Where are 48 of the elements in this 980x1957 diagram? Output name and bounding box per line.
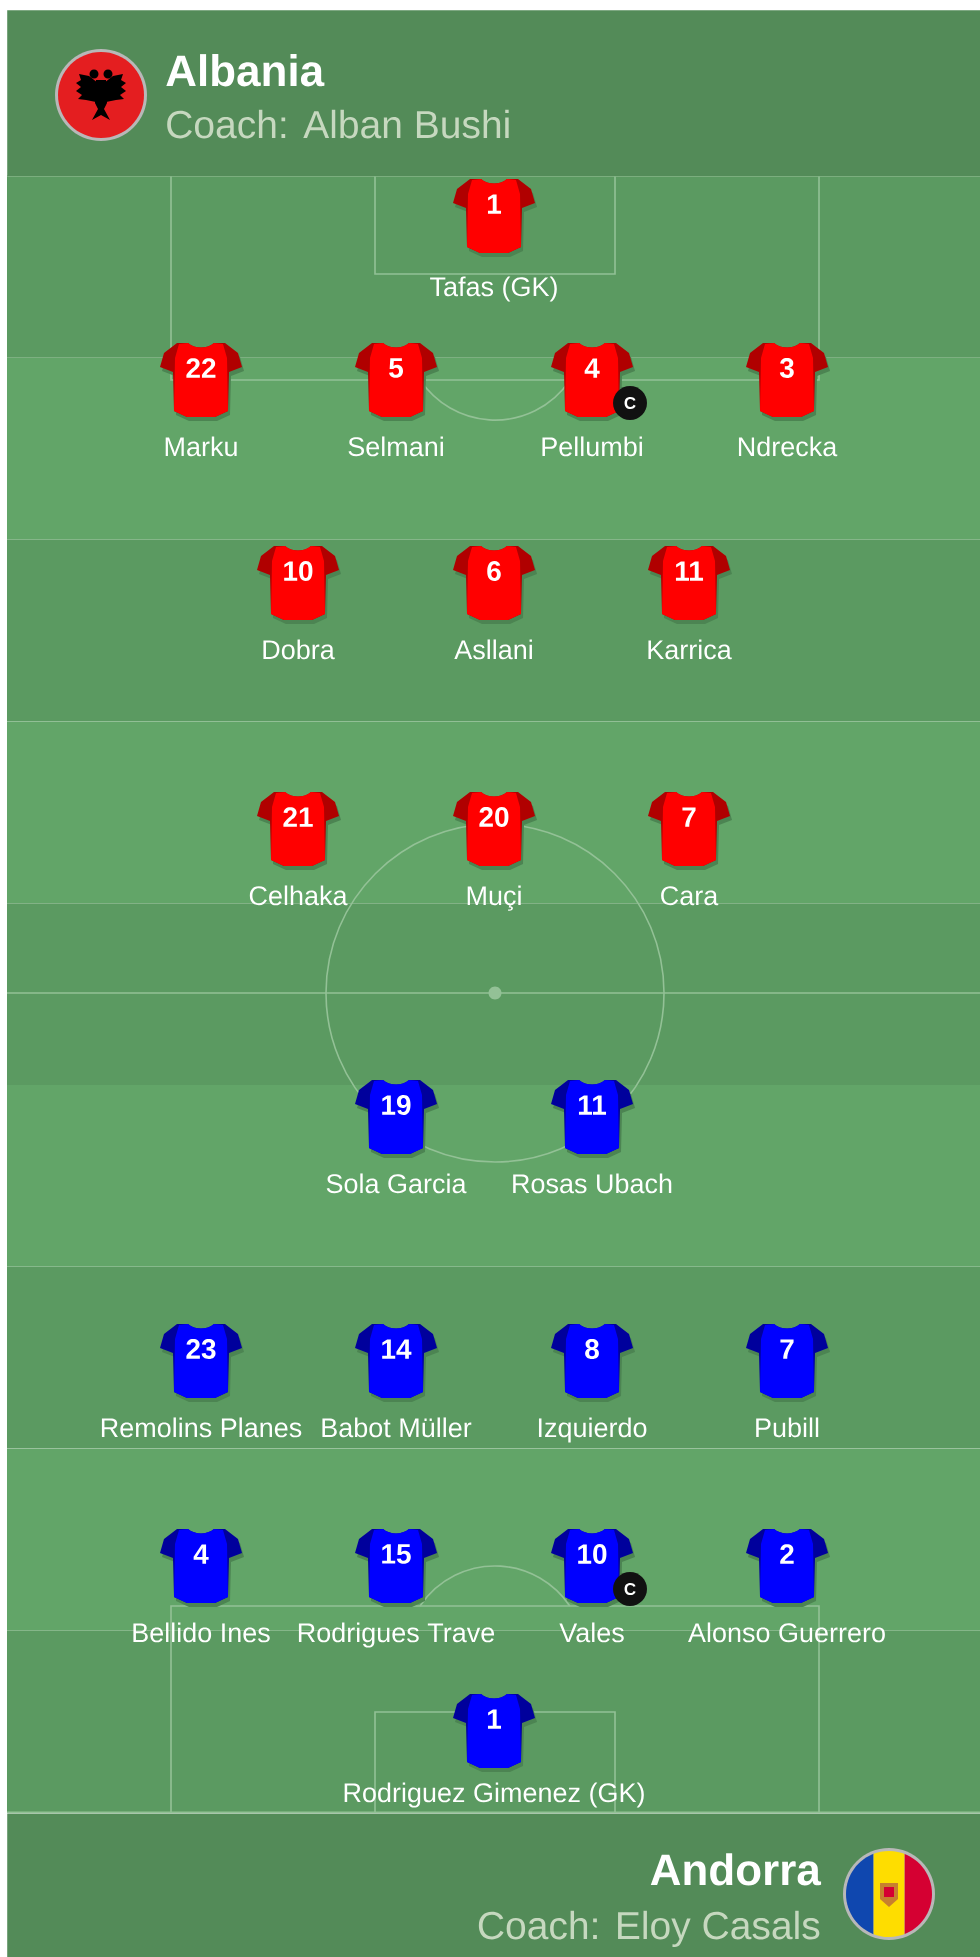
jersey: 4	[160, 1529, 244, 1607]
player-name: Babot Müller	[322, 1417, 472, 1438]
jersey: 15	[355, 1529, 439, 1607]
player-name: Karrica	[648, 639, 732, 660]
player-name: Tafas (GK)	[430, 276, 557, 302]
player-name: Marku	[165, 436, 237, 457]
team-name: Albania	[166, 54, 325, 87]
jersey: 6	[453, 546, 537, 624]
player-name: Pellumbi	[542, 436, 642, 457]
jersey: 21	[257, 792, 341, 870]
player-name: Dobra	[263, 639, 335, 660]
jersey: 1	[453, 1694, 537, 1772]
jersey: 11	[648, 546, 732, 624]
coach-name: Coach: Eloy Casals	[478, 1910, 820, 1948]
jersey: 2	[746, 1529, 830, 1607]
jersey: 22	[160, 343, 244, 421]
team-name: Andorra	[650, 1853, 822, 1886]
jersey: 5	[355, 343, 439, 421]
jersey: 8	[551, 1324, 635, 1402]
jersey: 11	[551, 1080, 635, 1158]
player-name: Bellido Ines	[133, 1622, 270, 1643]
player-name: Celhaka	[249, 885, 348, 906]
player-name: Muçi	[467, 885, 521, 911]
player-name: Remolins Planes	[101, 1417, 302, 1438]
jersey: 23	[160, 1324, 244, 1402]
jersey: 7	[648, 792, 732, 870]
captain-badge: C	[613, 386, 647, 420]
player-name: Rodriguez Gimenez (GK)	[344, 1782, 644, 1808]
jersey: 14	[355, 1324, 439, 1402]
jersey: 10	[257, 546, 341, 624]
player-name: Rosas Ubach	[513, 1173, 672, 1194]
coach-name: Coach: Alban Bushi	[167, 109, 509, 139]
jersey: 19	[355, 1080, 439, 1158]
player-name: Rodrigues Trave	[298, 1622, 495, 1648]
player-name: Vales	[559, 1622, 624, 1643]
player-name: Ndrecka	[738, 436, 838, 457]
player-name: Sola Garcia	[326, 1173, 467, 1194]
captain-badge: C	[613, 1572, 647, 1606]
player-name: Alonso Guerrero	[688, 1622, 885, 1643]
jersey: 1	[453, 179, 537, 257]
player-name: Asllani	[454, 639, 532, 660]
player-name: Pubill	[756, 1417, 819, 1438]
player-name: Cara	[661, 886, 719, 906]
jersey: 20	[453, 792, 537, 870]
player-name: Selmani	[348, 436, 443, 457]
player-name: Izquierdo	[538, 1417, 647, 1443]
jersey: 3	[746, 343, 830, 421]
jersey: 7	[746, 1324, 830, 1402]
